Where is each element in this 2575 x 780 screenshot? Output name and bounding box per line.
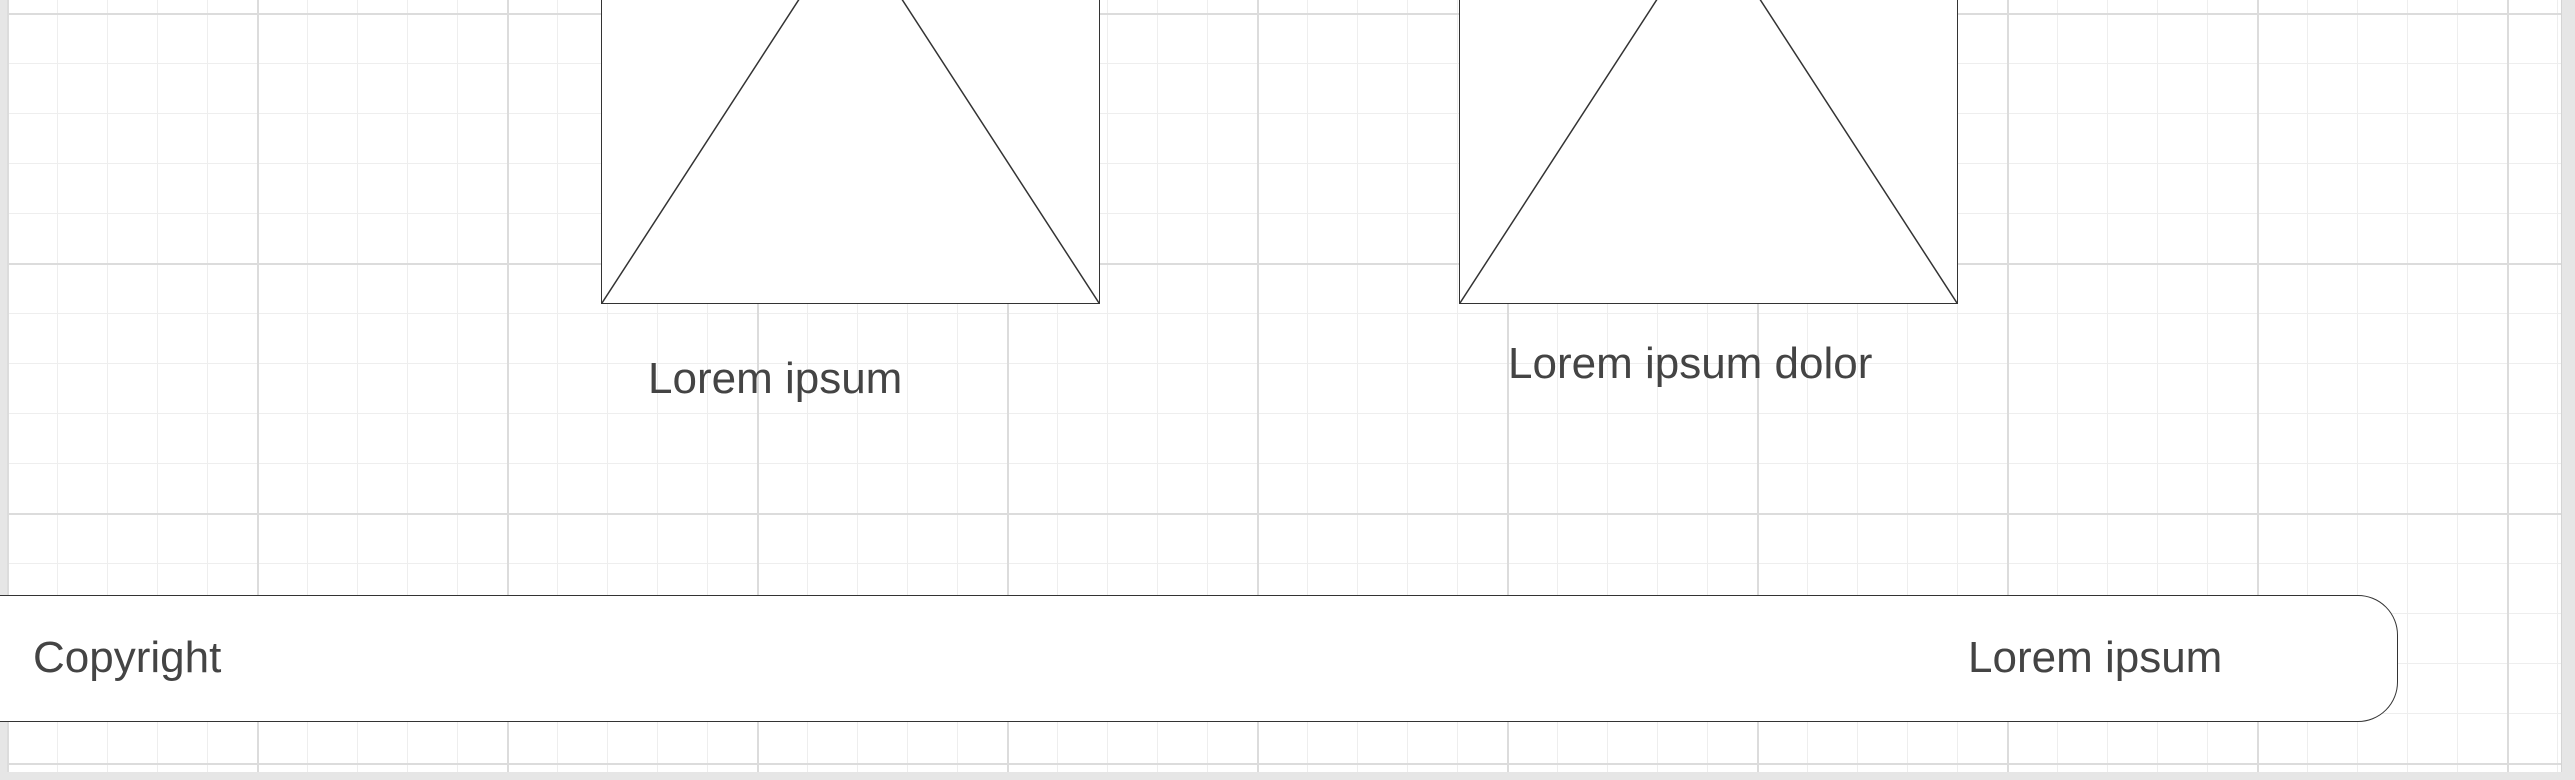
- image-placeholder[interactable]: [1459, 0, 1958, 304]
- image-caption[interactable]: Lorem ipsum: [648, 354, 903, 403]
- footer-link-text[interactable]: Lorem ipsum: [1968, 633, 2223, 682]
- footer-bar[interactable]: [0, 595, 2398, 722]
- image-placeholder[interactable]: [601, 0, 1100, 304]
- vertical-scrollbar[interactable]: [2561, 0, 2575, 780]
- image-caption[interactable]: Lorem ipsum dolor: [1508, 339, 1873, 388]
- footer-copyright-text[interactable]: Copyright: [33, 633, 222, 682]
- image-icon: [602, 0, 1099, 303]
- image-icon: [1460, 0, 1957, 303]
- canvas-bottom-border: [0, 772, 2575, 780]
- canvas-left-border: [0, 0, 7, 780]
